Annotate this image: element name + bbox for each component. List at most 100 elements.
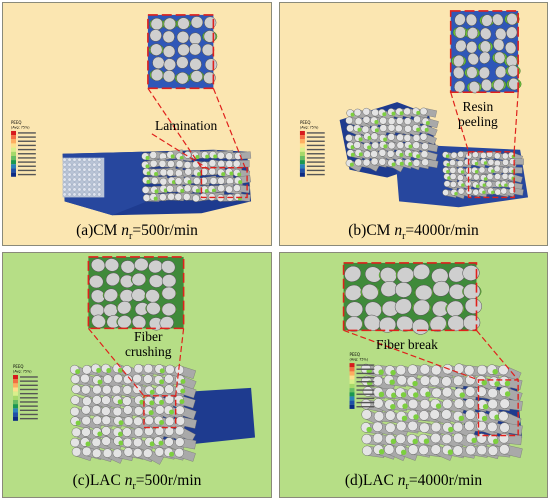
legend-value-mark <box>19 405 38 407</box>
panel-a-caption: (a)CM nr=500r/min <box>3 222 271 242</box>
legend-value-mark <box>356 401 375 404</box>
fiber-end <box>485 180 493 188</box>
fiber-end <box>431 365 442 376</box>
legend-colorbar-c: PEEQ(Avg: 75%) <box>13 364 38 421</box>
damage-spot <box>366 426 372 433</box>
fiber-end <box>429 375 440 386</box>
fiber-cross-section <box>146 301 161 316</box>
legend-swatch <box>11 130 16 136</box>
fiber-end <box>159 168 168 177</box>
fiber-end <box>442 387 453 398</box>
fiber-end <box>464 398 475 409</box>
fiber-cross-section <box>91 258 106 272</box>
panel-c-illustration: PEEQ(Avg: 75%) <box>13 256 256 465</box>
fiber-cross-section <box>508 77 520 91</box>
annotation-fiber-break: Fiber break <box>376 337 438 352</box>
damage-spot <box>158 440 164 446</box>
legend-swatch <box>349 404 355 409</box>
fiber-end <box>123 447 133 457</box>
legend-value-mark <box>19 384 38 387</box>
legend-title: PEEQ <box>11 120 22 125</box>
fiber-end <box>387 124 396 132</box>
legend-value-mark <box>356 376 375 379</box>
legend-swatch <box>349 400 355 405</box>
fiber-end <box>371 108 379 117</box>
damage-spot <box>481 415 488 422</box>
damage-spot <box>492 438 499 445</box>
fiber-end <box>361 409 372 420</box>
fiber-end <box>166 168 175 177</box>
fiber-end <box>346 124 354 133</box>
fiber-cross-section <box>462 265 480 281</box>
fiber-cross-section <box>478 66 490 79</box>
fiber-end <box>77 182 82 187</box>
fiber-end <box>92 448 102 458</box>
panel-c-caption: (c)LAC nr=500r/min <box>3 472 271 492</box>
damage-spot <box>118 420 124 426</box>
fiber-end <box>97 182 102 187</box>
legend-value-mark <box>306 173 325 176</box>
legend-value-mark <box>19 392 38 395</box>
fiber-end <box>87 167 92 172</box>
fiber-end <box>217 151 225 160</box>
fiber-cross-section <box>103 288 118 302</box>
fiber-end <box>463 158 471 166</box>
fiber-end <box>81 405 91 415</box>
damage-spot <box>389 379 395 385</box>
damage-spot <box>146 179 151 184</box>
fiber-cross-section <box>345 316 363 332</box>
fiber-end <box>449 167 457 174</box>
fiber-cross-section <box>506 12 518 26</box>
fiber-end <box>154 447 165 457</box>
fiber-end <box>362 445 373 456</box>
damage-spot <box>459 392 465 398</box>
fiber-end <box>361 125 370 134</box>
damage-spot <box>350 112 355 117</box>
fiber-end <box>82 365 92 375</box>
damage-spot <box>154 172 159 177</box>
legend-swatch <box>13 383 18 388</box>
legend-value-mark <box>356 381 375 383</box>
zoom-inset-c <box>87 256 185 331</box>
fiber-end <box>502 159 509 166</box>
fiber-end <box>233 184 241 192</box>
fiber-end <box>472 188 480 196</box>
legend-value-mark <box>19 401 38 403</box>
fiber-end <box>71 384 81 394</box>
fiber-end <box>141 186 150 194</box>
fiber-cross-section <box>190 16 204 29</box>
fiber-end <box>159 177 168 186</box>
fiber-end <box>149 159 158 168</box>
fiber-cross-section <box>105 272 120 287</box>
damage-spot <box>408 144 413 149</box>
fiber-end <box>67 192 72 197</box>
fiber-end <box>498 411 509 422</box>
damage-spot <box>204 188 209 193</box>
fiber-end <box>123 405 133 415</box>
fiber-end <box>81 385 91 395</box>
fiber-end <box>183 151 192 159</box>
fiber-end <box>450 151 458 159</box>
fiber-end <box>92 162 97 167</box>
fiber-end <box>133 364 144 374</box>
fiber-end <box>122 396 132 406</box>
panel-a: PEEQ(Avg: 75%) Lamination (a)CM nr=500r/… <box>2 2 272 246</box>
damage-spot <box>85 441 91 447</box>
fiber-cross-section <box>378 316 397 333</box>
fiber-end <box>192 177 201 185</box>
legend-swatch <box>13 375 18 380</box>
fiber-end <box>353 108 362 117</box>
caption-prefix: (c)LAC <box>72 472 125 489</box>
fiber-cross-section <box>479 51 491 64</box>
damage-spot <box>424 127 429 132</box>
legend-value-mark <box>19 409 38 412</box>
damage-spot <box>145 164 150 169</box>
damage-spot <box>350 152 355 157</box>
fiber-end <box>71 447 82 457</box>
legend-swatch <box>13 399 18 405</box>
legend-value-mark <box>306 144 325 147</box>
fiber-cross-section <box>177 17 190 30</box>
fiber-end <box>192 160 200 169</box>
damage-spot <box>187 180 192 185</box>
fiber-end <box>72 182 77 187</box>
